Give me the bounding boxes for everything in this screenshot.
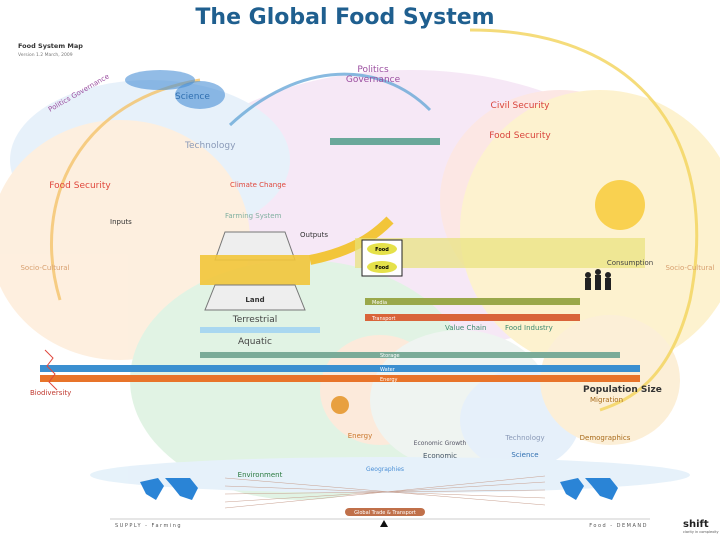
version-label: Version 1.2 March, 2009 (18, 52, 73, 58)
inputs-label: Inputs (110, 218, 132, 226)
technology-top-label: Technology (184, 141, 236, 151)
food-label-1: Food (375, 247, 389, 253)
food-label-2: Food (375, 265, 389, 271)
outputs-label: Outputs (300, 231, 328, 239)
governance-label: Governance (346, 75, 401, 85)
farm-flow-band (200, 255, 310, 285)
aquatic-water (200, 327, 320, 333)
civil-security-label: Civil Security (491, 101, 551, 111)
science-bottom-label: Science (511, 451, 538, 459)
socio-cultural-left-label: Socio-Cultural (20, 264, 69, 272)
food-security-left-label: Food Security (49, 181, 111, 191)
water-bar (40, 365, 640, 372)
climate-change-label: Climate Change (230, 181, 286, 189)
storage-label: Storage (380, 353, 400, 359)
storage-bar (200, 352, 620, 358)
global-trade-pill (345, 508, 425, 516)
energy-bar (40, 375, 640, 382)
water-label: Water (380, 367, 396, 373)
transport-bar (365, 314, 580, 321)
consumer-family-icon (585, 269, 611, 290)
environment-label: Environment (238, 471, 283, 479)
food-security-sun (595, 180, 645, 230)
shift-logo: shift (683, 519, 709, 530)
energy-bar-label: Energy (380, 377, 398, 383)
world-map-top (125, 70, 225, 109)
supply-label: SUPPLY - Farming (115, 523, 182, 529)
demographics-label: Demographics (580, 434, 631, 442)
policy-bar (330, 138, 440, 145)
population-size-label: Population Size (583, 385, 662, 395)
consumption-label: Consumption (607, 259, 653, 267)
food-pill-1 (367, 243, 397, 255)
aquatic-label: Aquatic (238, 337, 272, 347)
energy-label: Energy (348, 432, 373, 440)
page-title: The Global Food System (195, 5, 494, 30)
demand-label: Food - DEMAND (589, 523, 648, 529)
energy-source-icon (331, 396, 349, 414)
food-security-right-label: Food Security (489, 131, 551, 141)
fulcrum-icon (380, 520, 388, 527)
media-bar (365, 298, 580, 305)
technology-bottom-label: Technology (504, 434, 544, 442)
geographies-label: Geographies (366, 466, 404, 473)
food-industry-label: Food Industry (505, 324, 553, 332)
food-pill-2 (367, 261, 397, 273)
socio-cultural-right-label: Socio-Cultural (665, 264, 714, 272)
science-top-label: Science (175, 92, 210, 102)
outer-loops (50, 28, 699, 412)
value-chain-label: Value Chain (445, 324, 486, 332)
biodiversity-label: Biodiversity (30, 389, 71, 397)
food-flow-band (355, 238, 645, 268)
map-name: Food System Map (18, 42, 83, 50)
geographies-band (90, 457, 690, 493)
world-map-demand (560, 478, 618, 500)
biodiversity-squiggle (44, 349, 58, 391)
media-label: Media (372, 300, 387, 306)
farm-bottom-trapezoid (204, 284, 306, 311)
economic-label: Economic (423, 452, 457, 460)
global-trade-label: Global Trade & Transport (354, 510, 416, 516)
trade-lines (224, 475, 546, 509)
land-label: Land (245, 296, 264, 304)
world-map-supply (140, 478, 198, 500)
shift-tagline: clarity in complexity (683, 530, 719, 534)
politics-label: Politics (357, 65, 389, 75)
terrestrial-label: Terrestrial (232, 315, 278, 325)
transport-label: Transport (371, 316, 396, 322)
migration-label: Migration (590, 396, 623, 404)
farming-system-label: Farming System (225, 212, 282, 220)
economic-growth-label: Economic Growth (414, 440, 467, 447)
